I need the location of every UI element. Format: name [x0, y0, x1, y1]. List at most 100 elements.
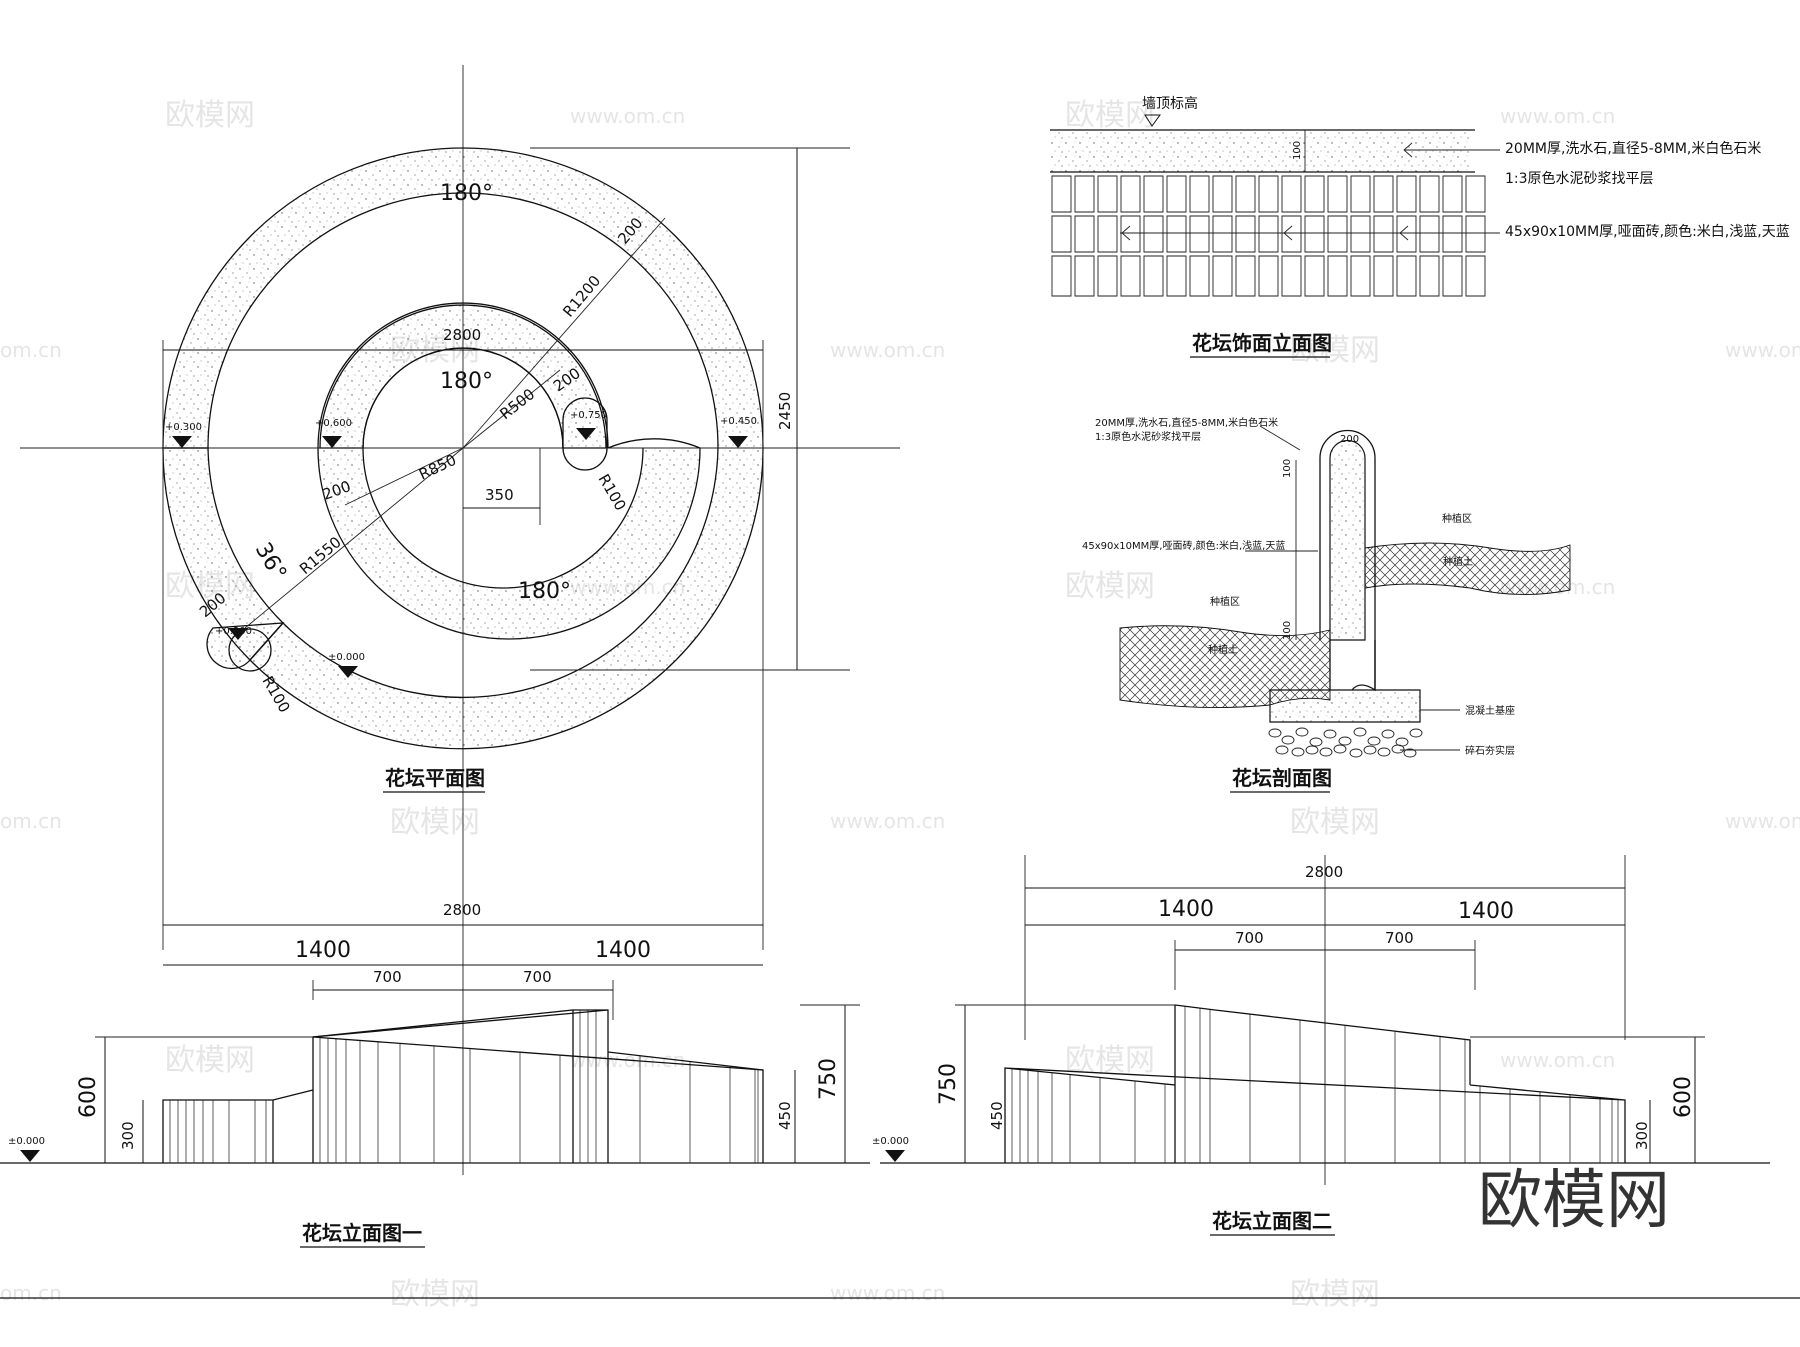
elev1-half-left: 1400	[295, 938, 351, 963]
facing-tile	[1397, 256, 1416, 296]
section-wall-cap	[1320, 430, 1375, 550]
gravel-stone	[1391, 744, 1405, 754]
gravel-stone	[1403, 748, 1417, 758]
section-gravel-label: 碎石夯实层	[1465, 744, 1515, 757]
elev1-level-marker	[20, 1150, 40, 1162]
radius-r1550-line	[245, 448, 463, 628]
level-marker: +0.300	[215, 626, 252, 640]
facing-tile	[1328, 216, 1347, 252]
facing-arrow-1	[1404, 143, 1412, 157]
right-inner-wall	[608, 439, 700, 448]
inner-ring-inner-edge	[363, 348, 563, 448]
gravel-stone	[1268, 728, 1282, 738]
plan-level-p0750: +0.750	[570, 410, 607, 421]
facing-tile	[1305, 256, 1324, 296]
facing-note1-line1: 20MM厚,洗水石,直径5-8MM,米白色石米	[1505, 140, 1761, 157]
section-note-top-1: 20MM厚,洗水石,直径5-8MM,米白色石米	[1095, 416, 1278, 429]
section-dim-cap: 100	[1282, 459, 1293, 478]
facing-tile	[1098, 176, 1117, 212]
watermark-logo: 欧模网	[390, 805, 480, 840]
watermark-logo: 欧模网	[1065, 569, 1155, 604]
level-marker: ±0.000	[328, 652, 365, 678]
plan-r850: R850	[416, 451, 459, 484]
elev2-title: 花坛立面图二	[1212, 1209, 1332, 1233]
facing-tile	[1144, 176, 1163, 212]
watermark-logo: 欧模网	[1290, 805, 1380, 840]
elev1-h600: 600	[76, 1076, 101, 1118]
elev1-total: 2800	[443, 901, 481, 919]
gravel-stone	[1377, 747, 1391, 757]
section-view: 20MM厚,洗水石,直径5-8MM,米白色石米 1:3原色水泥砂浆找平层 45x…	[1082, 416, 1570, 792]
plan-offset-350: 350	[485, 486, 514, 504]
facing-tile	[1443, 176, 1462, 212]
elev1-q-left: 700	[373, 968, 402, 986]
plan-r1550: R1550	[296, 533, 345, 578]
facing-elevation: 100 墙顶标高 20MM厚,洗水石,直径5-8MM,米白色石米 1:3原色水泥…	[1050, 95, 1790, 357]
gravel-stone	[1323, 729, 1337, 739]
elev1-h300: 300	[119, 1121, 137, 1150]
watermark-url: www.om.cn	[1500, 1048, 1615, 1072]
facing-tile	[1190, 256, 1209, 296]
facing-tile	[1443, 216, 1462, 252]
facing-tile	[1236, 176, 1255, 212]
facing-wall-top-label: 墙顶标高	[1142, 95, 1198, 112]
section-concrete-label: 混凝土基座	[1465, 704, 1515, 717]
section-zone-right: 种植区	[1442, 512, 1472, 525]
plan-level-p0600: +0.600	[315, 418, 352, 429]
elev2-h600: 600	[1671, 1076, 1696, 1118]
facing-tile	[1213, 216, 1232, 252]
facing-tile	[1420, 256, 1439, 296]
radius-r500-line	[463, 370, 560, 448]
facing-tile	[1075, 256, 1094, 296]
brand-watermark: 欧模网	[1478, 1164, 1670, 1238]
section-leader-top	[1260, 426, 1300, 450]
facing-note1-line2: 1:3原色水泥砂浆找平层	[1505, 170, 1654, 187]
facing-tile	[1075, 216, 1094, 252]
plan-width-2800: 2800	[443, 326, 481, 344]
facing-level-marker	[1144, 114, 1161, 127]
gravel-stone	[1281, 735, 1295, 745]
facing-tile	[1259, 176, 1278, 212]
facing-tile	[1052, 176, 1071, 212]
elev1-q-right: 700	[523, 968, 552, 986]
elev2-half-left: 1400	[1158, 897, 1214, 922]
facing-arrow-4	[1400, 226, 1408, 240]
elev1-h450: 450	[776, 1101, 794, 1130]
plan-r500: R500	[496, 385, 538, 423]
watermark-logo: 欧模网	[390, 1277, 480, 1312]
facing-tile	[1351, 216, 1370, 252]
facing-tile	[1351, 176, 1370, 212]
facing-tile	[1397, 176, 1416, 212]
radius-r850-line	[345, 448, 463, 505]
section-soil-left-label: 种植土	[1208, 643, 1238, 656]
plan-r100-right: R100	[595, 471, 630, 514]
watermark-url: www.om.cn	[1725, 809, 1800, 833]
watermark-url: www.om.cn	[1725, 338, 1800, 362]
watermark-url: om.cn	[0, 1281, 62, 1305]
facing-tile	[1374, 256, 1393, 296]
facing-tile	[1121, 256, 1140, 296]
facing-tile	[1213, 176, 1232, 212]
section-stem	[1330, 640, 1375, 690]
facing-tile	[1420, 176, 1439, 212]
elev2-outline	[1005, 1005, 1625, 1163]
facing-tile	[1190, 216, 1209, 252]
facing-tile	[1098, 216, 1117, 252]
elev1-title: 花坛立面图一	[302, 1221, 422, 1245]
facing-tile	[1466, 216, 1485, 252]
elev2-h300: 300	[1633, 1121, 1651, 1150]
facing-tile	[1213, 256, 1232, 296]
facing-tile	[1236, 256, 1255, 296]
gravel-stone	[1363, 745, 1377, 755]
gravel-stone	[1309, 737, 1323, 747]
level-marker: +0.300	[165, 422, 202, 448]
facing-title: 花坛饰面立面图	[1192, 331, 1332, 355]
radius-r1200-line	[463, 218, 665, 448]
section-wall-core	[1330, 441, 1365, 641]
plan-view: 180° 180° 180° 36° 2800 2450 R1200 R500 …	[20, 65, 900, 1175]
elevation-2: 2800 1400 1400 700 700 750 450 600 300 ±…	[872, 855, 1770, 1235]
elev2-q-left: 700	[1235, 929, 1264, 947]
section-zone-left: 种植区	[1210, 595, 1240, 608]
watermark-url: om.cn	[0, 809, 62, 833]
